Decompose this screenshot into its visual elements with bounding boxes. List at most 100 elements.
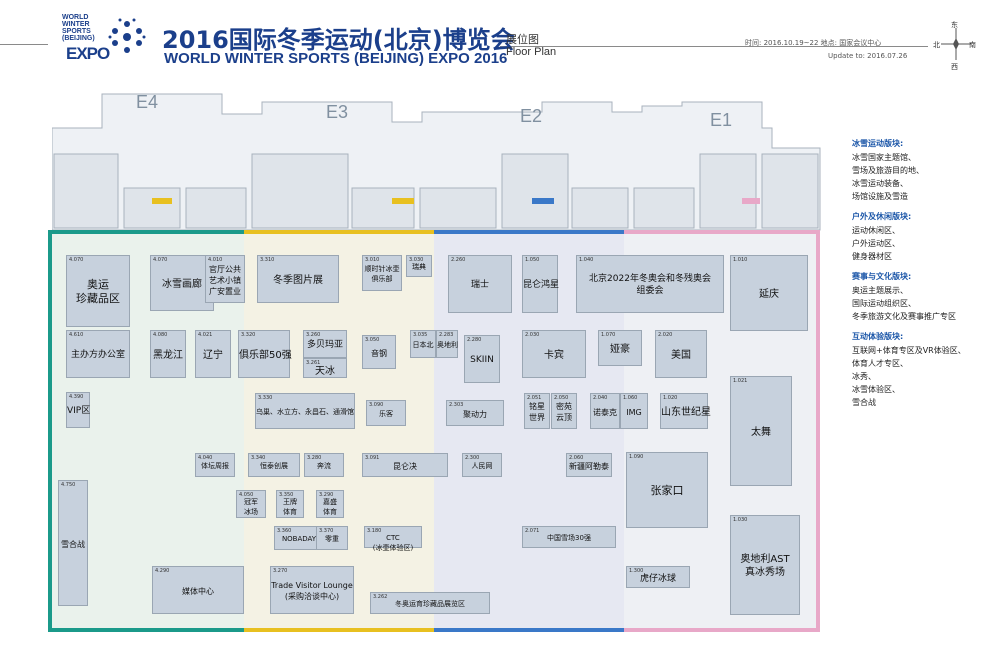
compass-cross-icon: [941, 28, 971, 60]
booth-name: 聚动力: [463, 409, 487, 419]
booth-number: 3.350: [279, 492, 294, 498]
booth-number: 3.310: [260, 257, 275, 263]
booth-name: 人民网: [471, 462, 493, 470]
booth-name: 媒体中心: [182, 586, 214, 596]
compass-left: 北: [933, 41, 940, 49]
booth-name: 虎仔冰球: [639, 574, 676, 584]
hall-top-bar-e4: [48, 230, 244, 234]
booth-number: 2.071: [525, 528, 540, 534]
booth-number: 3.270: [273, 568, 288, 574]
hall-top-bar-e1: [624, 230, 820, 234]
booth-name: 嘉盛体育: [323, 498, 337, 516]
booth-name: 奔流: [317, 462, 331, 470]
legend-item: 户外运动区、: [852, 239, 900, 248]
booth-name: 音钢: [371, 348, 387, 358]
compass-bottom: 西: [951, 63, 958, 71]
booth-number: 2.030: [525, 332, 540, 338]
booth-name: CTC(冰壶体验区): [372, 534, 414, 552]
legend-item: 雪场及旅游目的地、: [852, 166, 924, 175]
booth-number: 3.260: [306, 332, 321, 338]
legend-item: 互联网+体育专区及VR体验区、: [852, 346, 966, 355]
booth-name: 张家口: [650, 484, 684, 497]
legend-item: 体育人才专区、: [852, 359, 908, 368]
booth-number: 2.300: [465, 455, 480, 461]
booth-name: 多贝玛亚: [306, 340, 343, 350]
booth-number: 3.180: [367, 528, 382, 534]
booth-name: 瑞士: [470, 280, 489, 290]
legend-heading: 冰雪运动版块:: [852, 139, 904, 148]
booth-number: 3.050: [365, 337, 380, 343]
booth-name: 天冰: [315, 366, 335, 377]
booth[interactable]: 3.260 多贝玛亚: [303, 330, 347, 358]
booth-name: 黑龙江: [153, 349, 183, 361]
booth[interactable]: 3.050 音钢: [362, 335, 396, 369]
booth-number: 1.070: [601, 332, 616, 338]
booth-number: 1.060: [623, 395, 638, 401]
logo-word-1: WORLD: [62, 14, 89, 21]
booth-number: 2.280: [467, 337, 482, 343]
booth-name: 冬奥运育珍藏品展览区: [395, 600, 465, 608]
booth-number: 1.050: [525, 257, 540, 263]
booth-number: 4.390: [69, 394, 84, 400]
legend-item: 国际运动组织区、: [852, 299, 916, 308]
booth-name: 辽宁: [203, 349, 223, 361]
hall-right-wall: [816, 230, 820, 632]
booth-name: 王牌体育: [283, 498, 297, 516]
booth-number: 3.330: [258, 395, 273, 401]
legend-heading: 赛事与文化版块:: [852, 272, 912, 281]
update-date: Update to: 2016.07.26: [828, 52, 908, 60]
hall-left-wall: [48, 230, 52, 632]
